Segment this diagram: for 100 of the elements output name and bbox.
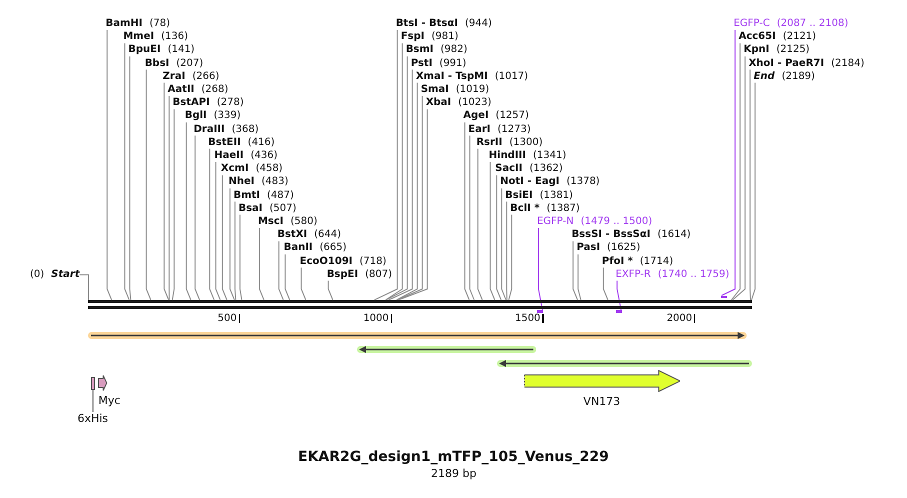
primer-label: EGFP-C (2087 .. 2108): [734, 18, 848, 30]
leader-line: [385, 42, 403, 300]
enzyme-site-label: XmaI - TspMI (1017): [416, 70, 528, 83]
leader-line: [215, 162, 221, 300]
enzyme-site-label: Acc65I (2121): [738, 31, 816, 44]
leader-line: [730, 42, 741, 300]
enzyme-site-label: XhoI - PaeR7I (2184): [748, 58, 864, 70]
enzyme-site-label: SmaI (1019): [420, 84, 490, 96]
enzyme-site-label: NotI - EagI (1378): [500, 176, 600, 188]
leader-line: [194, 135, 200, 300]
scale-number: 1000: [363, 313, 389, 325]
enzyme-site-label: EarI (1273): [468, 124, 531, 136]
leader-line: [501, 188, 506, 300]
leader-line: [721, 30, 736, 296]
scale-number: 1500: [514, 313, 540, 325]
enzyme-site-label: BstEII (416): [208, 136, 275, 149]
leader-line: [469, 135, 475, 300]
leader-line: [186, 122, 192, 300]
leader-line: [79, 274, 89, 300]
enzyme-site-label: BstXI (644): [277, 229, 342, 242]
leader-line: [164, 82, 170, 300]
enzyme-site-label: RsrII (1300): [476, 136, 543, 149]
feature-band: [88, 331, 747, 340]
enzyme-site-label: BbsI (207): [144, 58, 204, 70]
leader-line: [496, 174, 502, 300]
leader-line: [278, 240, 284, 300]
leader-line: [506, 201, 508, 300]
enzyme-site-label: MmeI (136): [123, 31, 188, 44]
enzyme-site-label: BpuEI (141): [128, 44, 195, 56]
enzyme-site-label: SacII (1362): [495, 163, 563, 176]
enzyme-site-label: BssSI - BssSαI (1614): [572, 229, 691, 242]
primer-label: EGFP-N (1479 .. 1500): [536, 216, 652, 228]
enzyme-site-label: BmtI (487): [233, 190, 294, 202]
primer-label: EXFP-R (1740 .. 1759): [616, 268, 730, 281]
leader-line: [732, 56, 746, 300]
enzyme-site-label: BglI (339): [184, 110, 241, 122]
enzyme-site-label: BsiEI (1381): [505, 190, 573, 202]
leader-line: [490, 162, 496, 300]
enzyme-site-label: BanII (665): [284, 242, 347, 254]
feature-label: 6xHis: [77, 412, 108, 425]
scale-number: 500: [218, 313, 237, 325]
enzyme-site-label: AatII (268): [168, 84, 228, 96]
leader-line: [477, 148, 483, 300]
leader-line: [234, 201, 236, 300]
leader-line: [328, 280, 334, 300]
feature-block: [90, 377, 96, 390]
enzyme-site-label: PfoI * (1714): [602, 256, 674, 268]
leader-line: [258, 228, 264, 300]
feature-label: VN173: [583, 395, 620, 408]
enzyme-site-label: MscI (580): [258, 216, 318, 228]
enzyme-site-label: KpnI (2125): [744, 44, 810, 56]
primer-mark: [616, 310, 622, 312]
leader-line: [396, 96, 423, 300]
leader-line: [129, 56, 132, 300]
leader-line: [464, 122, 470, 300]
enzyme-site-label: NheI (483): [228, 176, 288, 188]
leader-line: [374, 30, 398, 300]
enzyme-site-label: DraIII (368): [194, 124, 259, 136]
leader-line: [239, 214, 242, 300]
dna-backbone: [88, 300, 752, 309]
leader-line: [124, 42, 130, 300]
enzyme-site-label: BclI * (1387): [510, 202, 580, 215]
enzyme-site-label: XcmI (458): [220, 163, 283, 176]
leader-line: [578, 254, 582, 300]
leader-line: [222, 174, 228, 300]
leader-line: [168, 96, 170, 300]
leader-line: [172, 108, 175, 300]
leader-line: [572, 240, 578, 300]
leader-line: [538, 228, 543, 310]
leader-line: [284, 254, 290, 300]
enzyme-site-label: BtsI - BtsαI (944): [396, 18, 492, 30]
enzyme-site-label: FspI (981): [400, 31, 458, 44]
enzyme-site-label: PasI (1625): [576, 242, 640, 254]
leader-line: [750, 69, 751, 300]
enzyme-site-label: BspEI (807): [326, 268, 392, 281]
leader-line: [751, 82, 756, 300]
sequence-start-label: (0) Start: [30, 268, 80, 281]
primer-mark: [536, 310, 543, 312]
leader-line: [209, 148, 215, 300]
enzyme-site-label: BsmI (982): [406, 44, 468, 56]
enzyme-site-label: BsaI (507): [238, 202, 296, 215]
map-title: EKAR2G_design1_mTFP_105_Venus_229: [298, 449, 609, 466]
leader-line: [92, 390, 94, 412]
leader-line: [398, 108, 428, 300]
primer-mark: [721, 296, 728, 298]
leader-line: [146, 69, 152, 300]
enzyme-site-label: EcoO109I (718): [300, 256, 386, 268]
enzyme-site-label: XbaI (1023): [426, 97, 492, 110]
leader-line: [229, 188, 235, 300]
feature-band: [356, 345, 536, 354]
leader-line: [385, 56, 408, 300]
enzyme-site-label: HindIII (1341): [488, 150, 566, 162]
leader-line: [508, 214, 512, 300]
leader-line: [300, 267, 306, 300]
feature-label: Myc: [98, 394, 120, 407]
enzyme-site-label: HaeII (436): [214, 150, 278, 162]
leader-line: [106, 30, 112, 300]
sequence-end-label: End (2189): [754, 70, 815, 83]
scale-number: 2000: [666, 313, 692, 325]
enzyme-site-label: BstAPI (278): [172, 97, 244, 110]
